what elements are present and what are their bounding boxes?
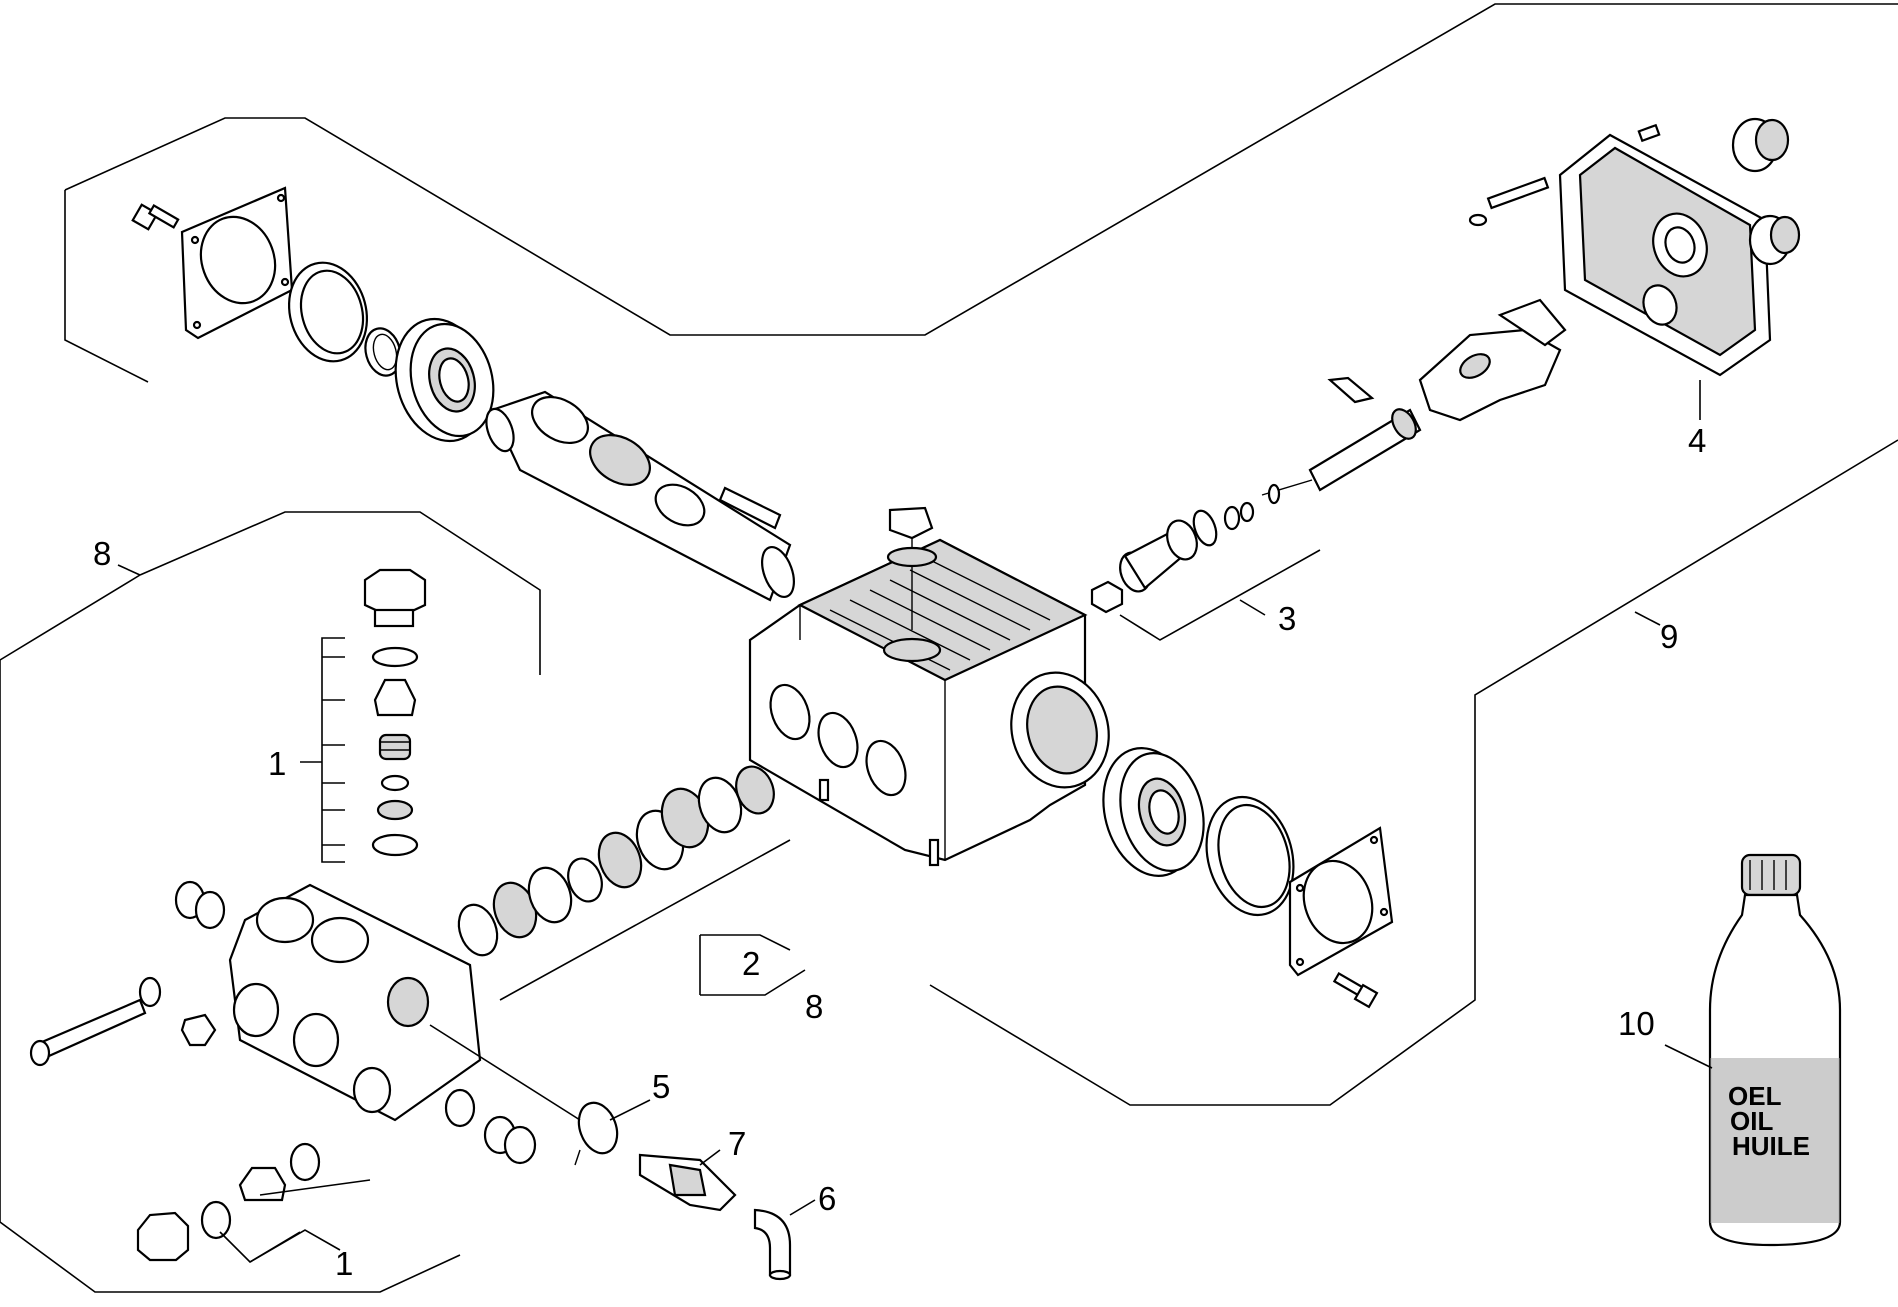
- spacer-sleeve: [1119, 519, 1198, 593]
- hose-elbow: [753, 1208, 792, 1281]
- screw-top-left: [131, 203, 180, 231]
- connecting-rod: [1418, 298, 1567, 422]
- bottom-valve: [136, 1142, 321, 1262]
- key: [718, 486, 782, 530]
- group-9-outline: [64, 3, 1898, 1106]
- head-plugs: [174, 880, 537, 1165]
- bottle-label-line3: HUILE: [1732, 1131, 1810, 1161]
- callout-10: 10: [1618, 1005, 1655, 1042]
- callout-8-top: 8: [93, 535, 111, 572]
- crankshaft: [485, 390, 795, 602]
- callout-5: 5: [652, 1068, 670, 1105]
- screw-top-right: [1468, 176, 1550, 227]
- bearing-left: [394, 317, 495, 443]
- flange-cover-right: [1288, 826, 1394, 977]
- seal-set: [457, 765, 775, 957]
- washer-and-seals: [1192, 501, 1255, 547]
- callout-1-upper: 1: [268, 745, 286, 782]
- crankcase: [748, 506, 1110, 867]
- seal-ring-right: [1205, 795, 1295, 917]
- bearing-right: [1102, 747, 1205, 877]
- nut: [1090, 580, 1124, 614]
- long-bolt: [29, 976, 162, 1067]
- cylinder-head: [228, 883, 482, 1128]
- callout-6: 6: [818, 1180, 836, 1217]
- bottle-label-line2: OIL: [1730, 1106, 1773, 1136]
- plunger-assembly: [1261, 408, 1422, 505]
- flange-cover-left: [180, 186, 294, 340]
- group-8-outline: [0, 511, 541, 1293]
- cover-plugs: [1731, 117, 1801, 266]
- seal-ring-left: [287, 261, 369, 363]
- callout-8-bottom: 8: [805, 988, 823, 1025]
- oil-cover-assembly: [1558, 123, 1772, 377]
- callout-4: 4: [1688, 422, 1706, 459]
- oil-bottle: OEL OIL HUILE: [1708, 853, 1842, 1247]
- callout-9: 9: [1660, 618, 1678, 655]
- leader-lines: [117, 380, 1713, 1264]
- callout-1-lower: 1: [335, 1245, 353, 1282]
- bottle-label-line1: OEL: [1728, 1081, 1782, 1111]
- hose-clamp: [574, 1101, 619, 1166]
- callout-3: 3: [1278, 600, 1296, 637]
- pin: [1327, 376, 1375, 404]
- callout-2: 2: [742, 945, 760, 982]
- unloader-fitting: [638, 1153, 737, 1212]
- callout-7: 7: [728, 1125, 746, 1162]
- screw-bottom-right: [1332, 972, 1379, 1009]
- valve-stack: [363, 568, 427, 857]
